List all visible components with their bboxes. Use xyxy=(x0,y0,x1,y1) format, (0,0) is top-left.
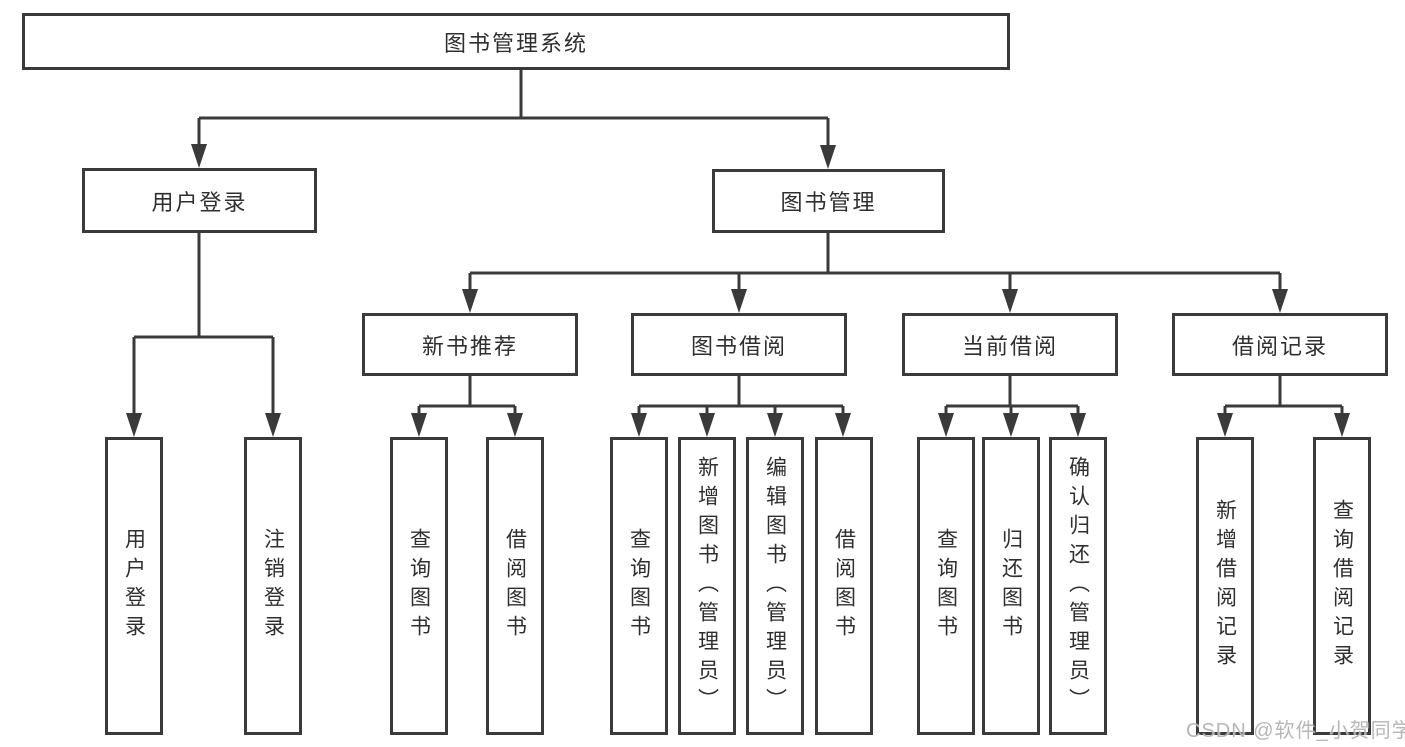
connector-book-borrow-branch xyxy=(637,376,845,420)
node-borrowing-records-label: 借阅记录 xyxy=(1231,333,1328,359)
arrowhead xyxy=(767,413,783,437)
arrowhead xyxy=(462,289,478,313)
arrowhead xyxy=(1002,289,1018,313)
node-book-management-label: 图书管理 xyxy=(780,190,877,215)
leaf-logout: 注销登录 xyxy=(244,437,302,735)
leaf-query-borrow-record-label: 查询借阅记录 xyxy=(1330,499,1354,673)
leaf-query-books-current-label: 查询图书 xyxy=(934,528,958,644)
arrowhead xyxy=(938,413,954,437)
arrowhead xyxy=(731,289,747,313)
node-root-label: 图书管理系统 xyxy=(443,30,588,56)
leaf-return-book-label: 归还图书 xyxy=(999,528,1023,644)
arrowhead xyxy=(191,144,207,168)
leaf-user-login-label: 用户登录 xyxy=(122,528,146,644)
leaf-add-book-admin: 新增图书（管理员） xyxy=(678,437,736,735)
arrowhead xyxy=(631,413,647,437)
leaf-query-books-borrowing-label: 查询图书 xyxy=(627,528,651,644)
leaf-borrow-books-borrowing: 借阅图书 xyxy=(815,437,873,735)
leaf-return-book: 归还图书 xyxy=(982,437,1040,735)
node-user-login-label: 用户登录 xyxy=(151,189,248,215)
leaf-query-books-recommend-label: 查询图书 xyxy=(407,528,431,644)
arrowhead xyxy=(126,413,142,437)
leaf-query-books-borrowing: 查询图书 xyxy=(610,437,668,735)
leaf-query-borrow-record: 查询借阅记录 xyxy=(1313,437,1371,735)
leaf-edit-book-admin-label: 编辑图书（管理员） xyxy=(763,455,787,717)
connector-new-book-branch xyxy=(417,376,517,420)
arrowhead xyxy=(265,413,281,437)
arrowheads xyxy=(126,144,1350,437)
node-borrowing-records: 借阅记录 xyxy=(1172,313,1388,376)
node-current-borrowing: 当前借阅 xyxy=(902,313,1118,376)
node-book-borrowing-label: 图书借阅 xyxy=(690,333,787,359)
leaf-borrow-books-borrowing-label: 借阅图书 xyxy=(832,528,856,644)
node-root-library-system: 图书管理系统 xyxy=(22,13,1010,70)
arrowhead xyxy=(820,145,836,169)
leaf-borrow-books-recommend: 借阅图书 xyxy=(486,437,544,735)
connector-root-to-level2 xyxy=(197,70,830,150)
leaf-borrow-books-recommend-label: 借阅图书 xyxy=(503,528,527,644)
leaf-confirm-return-admin: 确认归还（管理员） xyxy=(1049,437,1107,735)
arrowhead xyxy=(1070,413,1086,437)
arrowhead xyxy=(835,413,851,437)
leaf-query-books-current: 查询图书 xyxy=(917,437,975,735)
connector-borrow-records-branch xyxy=(1223,376,1344,420)
leaf-add-book-admin-label: 新增图书（管理员） xyxy=(695,455,719,717)
arrowhead xyxy=(1003,413,1019,437)
connector-user-login-branch xyxy=(132,233,275,420)
csdn-watermark: CSDN @软件_小贺同学 xyxy=(1186,720,1405,742)
leaf-edit-book-admin: 编辑图书（管理员） xyxy=(746,437,804,735)
arrowhead xyxy=(1217,413,1233,437)
leaf-confirm-return-admin-label: 确认归还（管理员） xyxy=(1066,455,1090,717)
arrowhead xyxy=(411,413,427,437)
node-new-book-recommendation: 新书推荐 xyxy=(362,313,578,376)
leaf-query-books-recommend: 查询图书 xyxy=(390,437,448,735)
arrowhead xyxy=(1272,289,1288,313)
leaf-logout-label: 注销登录 xyxy=(261,528,285,644)
leaf-user-login: 用户登录 xyxy=(105,437,163,735)
connector-book-management-branch xyxy=(468,233,1282,296)
arrowhead xyxy=(507,413,523,437)
arrowhead xyxy=(1334,413,1350,437)
node-new-book-recommendation-label: 新书推荐 xyxy=(421,333,518,359)
node-user-login: 用户登录 xyxy=(82,168,317,233)
node-current-borrowing-label: 当前借阅 xyxy=(961,333,1058,359)
node-book-management: 图书管理 xyxy=(712,169,945,233)
leaf-add-borrow-record-label: 新增借阅记录 xyxy=(1213,499,1237,673)
node-book-borrowing: 图书借阅 xyxy=(631,313,847,376)
arrowhead xyxy=(699,413,715,437)
leaf-add-borrow-record: 新增借阅记录 xyxy=(1196,437,1254,735)
